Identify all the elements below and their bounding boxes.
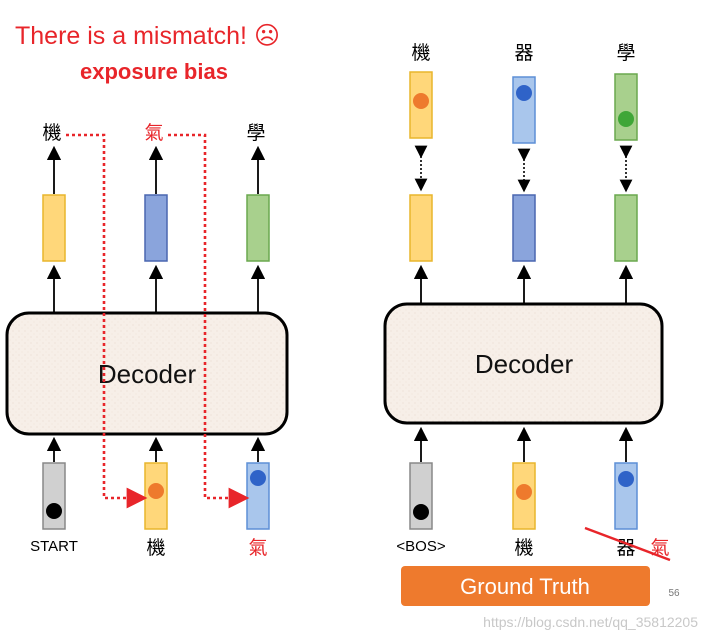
right-output-3: 學 (616, 42, 635, 64)
left-output-vector-yellow (42, 194, 66, 262)
ground-truth-box (401, 566, 650, 606)
left-input-dot-orange (148, 483, 164, 499)
left-output-vector-blue (144, 194, 168, 262)
ground-truth-label: Ground Truth (460, 574, 590, 599)
right-target-vector-green (614, 73, 638, 141)
right-input-dot-blue (618, 471, 634, 487)
watermark-text: https://blog.csdn.net/qq_35812205 (483, 614, 698, 630)
right-input-dot-orange (516, 484, 532, 500)
right-input-label-bos: <BOS> (396, 538, 445, 555)
left-output-vector-green (246, 194, 270, 262)
right-output-2: 器 (514, 42, 533, 64)
feedback-line-2 (168, 133, 250, 509)
feedback-line-1 (66, 133, 148, 509)
left-decoder-label: Decoder (98, 359, 197, 389)
right-target-dot-orange (413, 93, 429, 109)
right-input-dot-black (413, 504, 429, 520)
right-output-vector-blue (512, 194, 536, 262)
right-output-vector-green (614, 194, 638, 262)
right-target-dot-blue (516, 85, 532, 101)
right-output-1: 機 (411, 42, 430, 64)
mismatch-title: There is a mismatch! ☹ (15, 22, 280, 50)
left-panel: There is a mismatch! ☹ exposure bias 機 氣… (5, 22, 289, 559)
left-input-label-start: START (30, 538, 78, 555)
left-decoder-box (5, 311, 289, 436)
left-input-dot-blue (250, 470, 266, 486)
left-output-2: 氣 (144, 122, 163, 144)
left-input-label-2: 機 (146, 537, 165, 559)
left-input-label-3: 氣 (248, 537, 267, 559)
left-input-vector-start (42, 462, 66, 530)
left-output-3: 學 (246, 122, 265, 144)
left-output-1: 機 (42, 122, 61, 144)
right-target-dot-green (618, 111, 634, 127)
left-input-dot-black (46, 503, 62, 519)
right-output-vector-yellow (409, 194, 433, 262)
right-input-label-2: 機 (514, 537, 533, 559)
strike-through-line (584, 526, 671, 562)
right-decoder-box (383, 302, 664, 425)
right-panel: 機 器 學 Decoder (383, 42, 680, 606)
right-decoder-label: Decoder (475, 349, 574, 379)
exposure-bias-subtitle: exposure bias (80, 59, 228, 84)
page-number: 56 (668, 588, 680, 599)
